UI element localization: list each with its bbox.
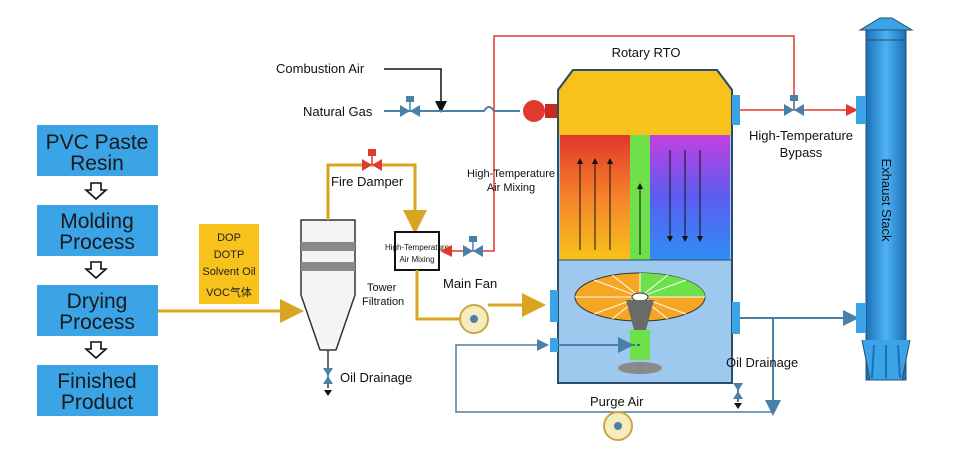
exhaust-stack <box>856 17 914 381</box>
down-arrow-icon <box>83 182 109 201</box>
exhaust-stack-label: Exhaust Stack <box>879 158 894 242</box>
oil-drainage-right-label: Oil Drainage <box>726 355 798 370</box>
ht-mixing-return-line <box>440 111 495 257</box>
main-fan-label: Main Fan <box>443 276 497 291</box>
emission-voc: VOC气体 <box>206 285 252 299</box>
step-molding-process: Molding Process <box>37 205 158 256</box>
rotary-rto-label: Rotary RTO <box>612 45 681 60</box>
ht-mixing-box: High-Temperature Air Mixing <box>385 231 450 271</box>
purge-fan-icon <box>603 411 633 441</box>
step-pvc-paste-resin: PVC Paste Resin <box>37 125 158 176</box>
bypass-valve-icon <box>784 95 804 116</box>
process-steps: PVC Paste Resin Molding Process Drying P… <box>37 125 158 416</box>
down-arrow-icon <box>734 403 742 409</box>
drain-valve-icon <box>733 383 743 399</box>
purge-air-label: Purge Air <box>590 394 644 409</box>
down-arrow-icon <box>83 341 109 360</box>
step-label-line2: Product <box>61 391 134 414</box>
emission-box: DOP DOTP Solvent Oil VOC气体 <box>199 224 259 304</box>
tower-filtration-line2: Filtration <box>362 296 404 308</box>
ht-mixing-top-line2: Air Mixing <box>487 182 535 194</box>
gas-valve-icon <box>400 96 420 117</box>
step-label-line1: Drying <box>67 290 128 313</box>
fire-damper-valve-icon <box>362 149 382 171</box>
step-label-line1: Molding <box>60 210 134 233</box>
drain-valve-icon <box>323 368 333 384</box>
ht-bypass-line2: Bypass <box>780 145 823 160</box>
ht-mixing-valve-icon <box>463 236 483 257</box>
down-arrow-icon <box>324 390 332 396</box>
ht-bypass-line-top <box>493 35 795 111</box>
ht-mixing-top-line1: High-Temperature <box>467 168 555 180</box>
combustion-air-line <box>384 68 447 113</box>
tower-filtration-line1: Tower <box>367 282 397 294</box>
natural-gas-label: Natural Gas <box>303 104 373 119</box>
ht-mixing-box-line1: High-Temperature <box>385 243 450 252</box>
combustion-air-label: Combustion Air <box>276 61 365 76</box>
rotary-rto <box>550 69 740 384</box>
emission-dotp: DOTP <box>214 249 245 261</box>
filtration-tower <box>300 219 356 396</box>
step-label-line2: Process <box>59 311 135 334</box>
fire-damper-label: Fire Damper <box>331 174 404 189</box>
step-label-line2: Resin <box>70 152 124 175</box>
ht-bypass-line1: High-Temperature <box>749 128 853 143</box>
step-finished-product: Finished Product <box>37 365 158 416</box>
ht-mixing-box-line2: Air Mixing <box>399 255 434 264</box>
emission-dop: DOP <box>217 232 241 244</box>
duct-to-main-fan <box>415 270 460 321</box>
emission-solvent-oil: Solvent Oil <box>202 266 255 278</box>
step-label-line1: Finished <box>57 370 136 393</box>
oil-drainage-left-label: Oil Drainage <box>340 370 412 385</box>
step-label-line2: Process <box>59 231 135 254</box>
step-label-line1: PVC Paste <box>46 131 149 154</box>
down-arrow-icon <box>83 261 109 280</box>
step-drying-process: Drying Process <box>37 285 158 336</box>
main-fan-icon <box>459 304 489 334</box>
